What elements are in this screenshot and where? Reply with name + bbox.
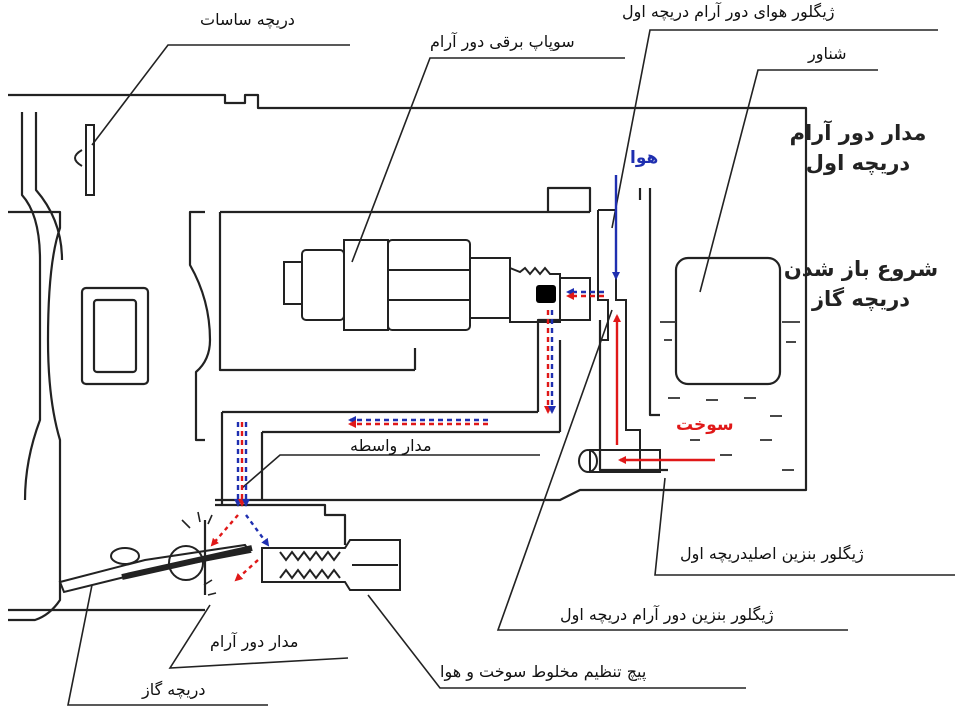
mixture-screw-shape	[261, 539, 401, 591]
throttle-open-note-line1: شروع باز شدن	[783, 257, 939, 281]
mixture-screw-label: پیچ تنظیم مخلوط سوخت و هوا	[440, 662, 647, 681]
throttle-label: دریچه گاز	[142, 680, 206, 699]
fuel-level	[660, 321, 800, 471]
throttle-open-note-line2: دریچه گاز	[811, 287, 911, 311]
transition-circuit-label: مدار واسطه	[350, 436, 432, 455]
idle-circuit-note-line2: دریچه اول	[805, 151, 911, 175]
float-shape	[674, 256, 782, 386]
solenoid-plunger	[536, 285, 556, 303]
idle-circuit-label: مدار دور آرام	[210, 632, 299, 651]
air-label: هوا	[630, 148, 659, 168]
choke-plate	[74, 124, 95, 196]
choke-label: دریچه ساسات	[200, 10, 295, 29]
carburetor-body	[8, 93, 808, 622]
throttle-open-note: شروع باز شدن دریچه گاز	[770, 254, 952, 314]
fuel-label: سوخت	[676, 415, 734, 435]
idle-solenoid-label: سوپاپ برقی دور آرام	[430, 32, 575, 51]
idle-fuel-jet-label: ژیگلور بنزین دور آرام دریچه اول	[560, 605, 774, 624]
throttle-plate	[58, 511, 253, 596]
idle-air-jet-label: ژیگلور هوای دور آرام دریچه اول	[622, 2, 835, 21]
idle-circuit-note: مدار دور آرام دریچه اول	[768, 118, 948, 178]
idle-circuit-note-line1: مدار دور آرام	[789, 121, 927, 145]
flow-arrows	[210, 175, 715, 582]
main-fuel-jet-label: ژیگلور بنزین اصلیدریچه اول	[680, 544, 864, 563]
leader-lines	[67, 29, 955, 706]
main-jet-shape	[578, 449, 661, 473]
float-label: شناور	[808, 44, 847, 63]
idle-jet-tube	[597, 209, 641, 470]
